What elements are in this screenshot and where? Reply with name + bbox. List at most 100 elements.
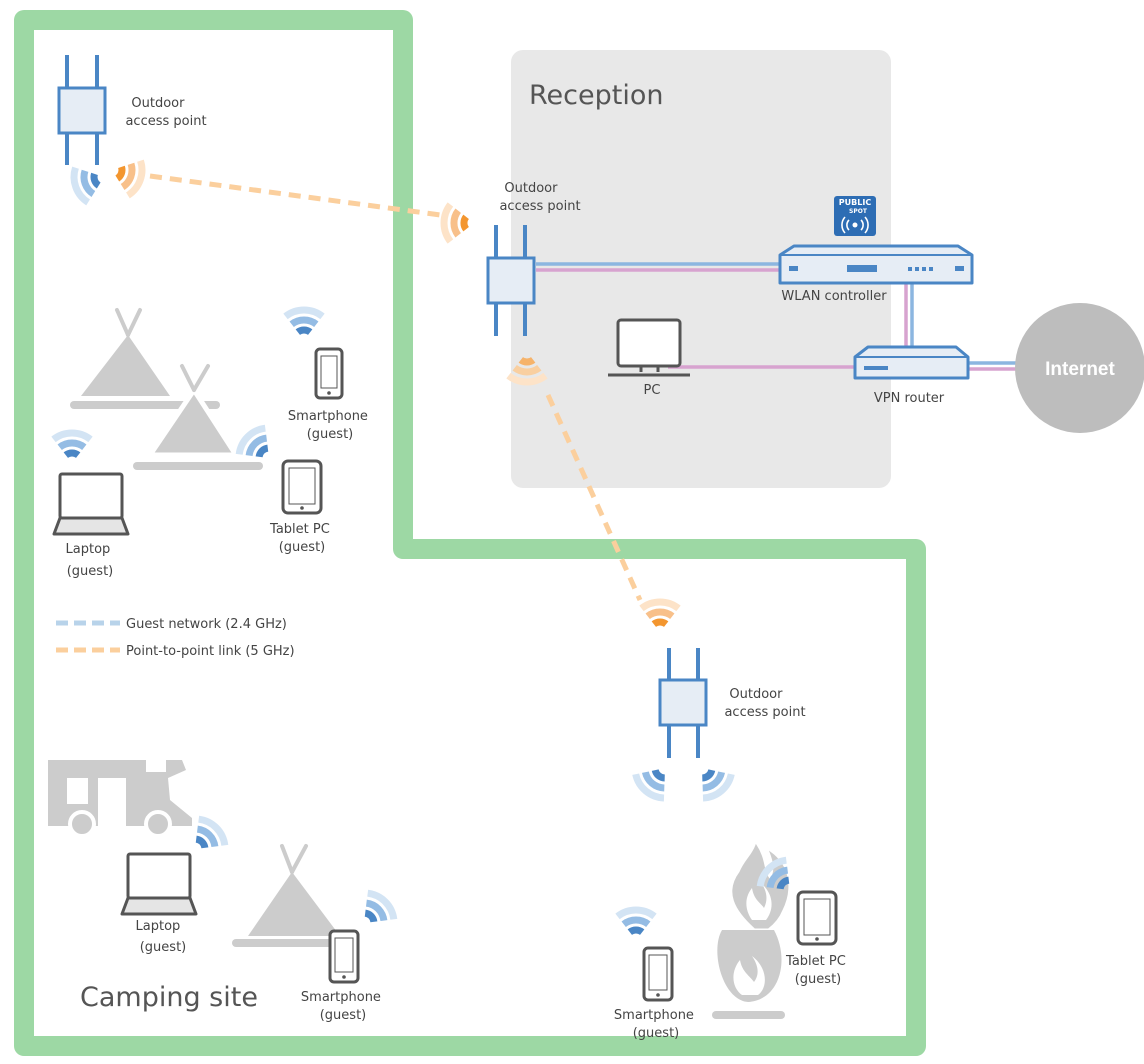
laptop-icon[interactable]	[52, 472, 130, 536]
wifi-arc	[702, 771, 726, 792]
wifi-arc	[57, 439, 87, 451]
public-spot-badge-top-text: PUBLIC	[839, 198, 872, 207]
laptop-icon[interactable]	[120, 852, 198, 916]
wifi-arc	[115, 165, 126, 182]
wifi-arc	[702, 773, 735, 802]
wifi-arc	[506, 372, 548, 386]
public-spot-badge: PUBLIC SPOT	[834, 196, 876, 236]
wifi-arc	[196, 825, 219, 848]
outdoor-access-point-bottom[interactable]	[658, 648, 708, 758]
wifi-arc	[651, 769, 666, 782]
wifi-arc	[440, 202, 454, 244]
wifi-signal-icon	[283, 306, 325, 336]
vpn-router[interactable]	[853, 345, 970, 380]
wifi-arc	[198, 815, 229, 846]
wifi-arc	[51, 429, 93, 443]
wifi-arc	[120, 162, 136, 190]
point-to-point-links	[149, 173, 643, 602]
tent-icon	[133, 364, 263, 470]
wifi-arc	[90, 172, 101, 189]
wifi-arc	[632, 773, 665, 802]
wifi-arc	[365, 899, 388, 922]
wifi-signals	[51, 159, 790, 936]
wifi-arc	[235, 424, 266, 455]
wifi-arc	[295, 326, 313, 336]
wifi-arc	[639, 598, 681, 612]
wifi-arc	[776, 876, 790, 890]
wifi-signal-icon	[506, 356, 548, 386]
wired-links	[536, 262, 1020, 371]
wifi-signal-icon	[440, 202, 470, 244]
camper-van-icon	[48, 760, 192, 838]
wifi-signal-icon	[115, 159, 146, 199]
legend: Guest network (2.4 GHz) Point-to-point l…	[56, 617, 295, 659]
camping-site-area	[14, 10, 926, 1056]
wlan-controller-label: WLAN controller	[781, 289, 887, 304]
pc-label: PC	[644, 383, 661, 398]
outdoor-access-point-reception[interactable]	[486, 225, 536, 336]
smartphone-2-label: Smartphone (guest)	[301, 990, 385, 1023]
wifi-arc	[512, 364, 542, 376]
wifi-arc	[80, 169, 96, 197]
tablet-2-label: Tablet PC (guest)	[785, 954, 850, 987]
wifi-arc	[701, 769, 716, 782]
wifi-signal-icon	[364, 889, 398, 923]
wifi-signal-icon	[51, 429, 93, 459]
outdoor-access-point-top-left[interactable]	[57, 55, 107, 165]
wifi-signal-icon	[639, 598, 681, 628]
ap-reception-label: Outdoor access point	[499, 181, 580, 214]
internet-label: Internet	[1045, 359, 1115, 380]
wifi-arc	[255, 444, 269, 458]
wifi-signal-icon	[701, 769, 735, 802]
vpn-router-label: VPN router	[874, 391, 945, 406]
smartphone-icon[interactable]	[328, 929, 360, 984]
wlan-controller[interactable]	[778, 244, 974, 285]
wifi-arc	[518, 356, 536, 366]
smartphone-icon[interactable]	[642, 946, 674, 1002]
tablet-icon[interactable]	[796, 890, 838, 946]
wifi-signal-icon	[615, 906, 657, 936]
public-spot-badge-bottom-text: SPOT	[849, 208, 868, 215]
laptop-2-label: Laptop (guest)	[136, 919, 187, 955]
wifi-arc	[460, 214, 470, 232]
wifi-signal-icon	[70, 166, 101, 206]
wifi-signal-icon	[235, 424, 269, 458]
wifi-arc	[70, 166, 91, 206]
wifi-arc	[766, 866, 789, 889]
wifi-arc	[364, 909, 378, 923]
ap-bottom-label: Outdoor access point	[724, 687, 805, 720]
wifi-arc	[621, 916, 651, 928]
wifi-arc	[289, 316, 319, 328]
wifi-arc	[615, 906, 657, 920]
wifi-signal-icon	[195, 815, 229, 849]
wifi-arc	[245, 434, 268, 457]
wifi-arc	[283, 306, 325, 320]
pc-icon[interactable]	[608, 318, 690, 377]
wifi-arc	[125, 159, 146, 199]
wifi-arc	[756, 856, 787, 887]
smartphone-3-label: Smartphone (guest)	[614, 1008, 698, 1041]
wifi-arc	[641, 771, 665, 792]
wifi-signal-icon	[756, 856, 790, 890]
tablet-1-label: Tablet PC (guest)	[269, 522, 334, 555]
wifi-arc	[651, 618, 669, 628]
wifi-arc	[195, 835, 209, 849]
tent-icon	[232, 844, 342, 947]
legend-point-to-point: Point-to-point link (5 GHz)	[126, 644, 295, 659]
wifi-arc	[367, 889, 398, 920]
tablet-icon[interactable]	[281, 459, 323, 515]
laptop-1-label: Laptop (guest)	[66, 542, 115, 579]
wifi-arc	[627, 926, 645, 936]
reception-label: Reception	[529, 80, 663, 111]
wifi-signal-icon	[632, 769, 666, 802]
smartphone-1-label: Smartphone (guest)	[288, 409, 372, 442]
camping-site-label: Camping site	[80, 982, 258, 1013]
legend-guest-network: Guest network (2.4 GHz)	[126, 617, 287, 632]
wifi-arc	[645, 608, 675, 620]
wifi-arc	[450, 208, 462, 238]
ap-top-left-label: Outdoor access point	[125, 96, 206, 129]
internet-node: Internet	[1015, 303, 1144, 433]
smartphone-icon[interactable]	[314, 347, 344, 400]
wifi-arc	[63, 449, 81, 459]
